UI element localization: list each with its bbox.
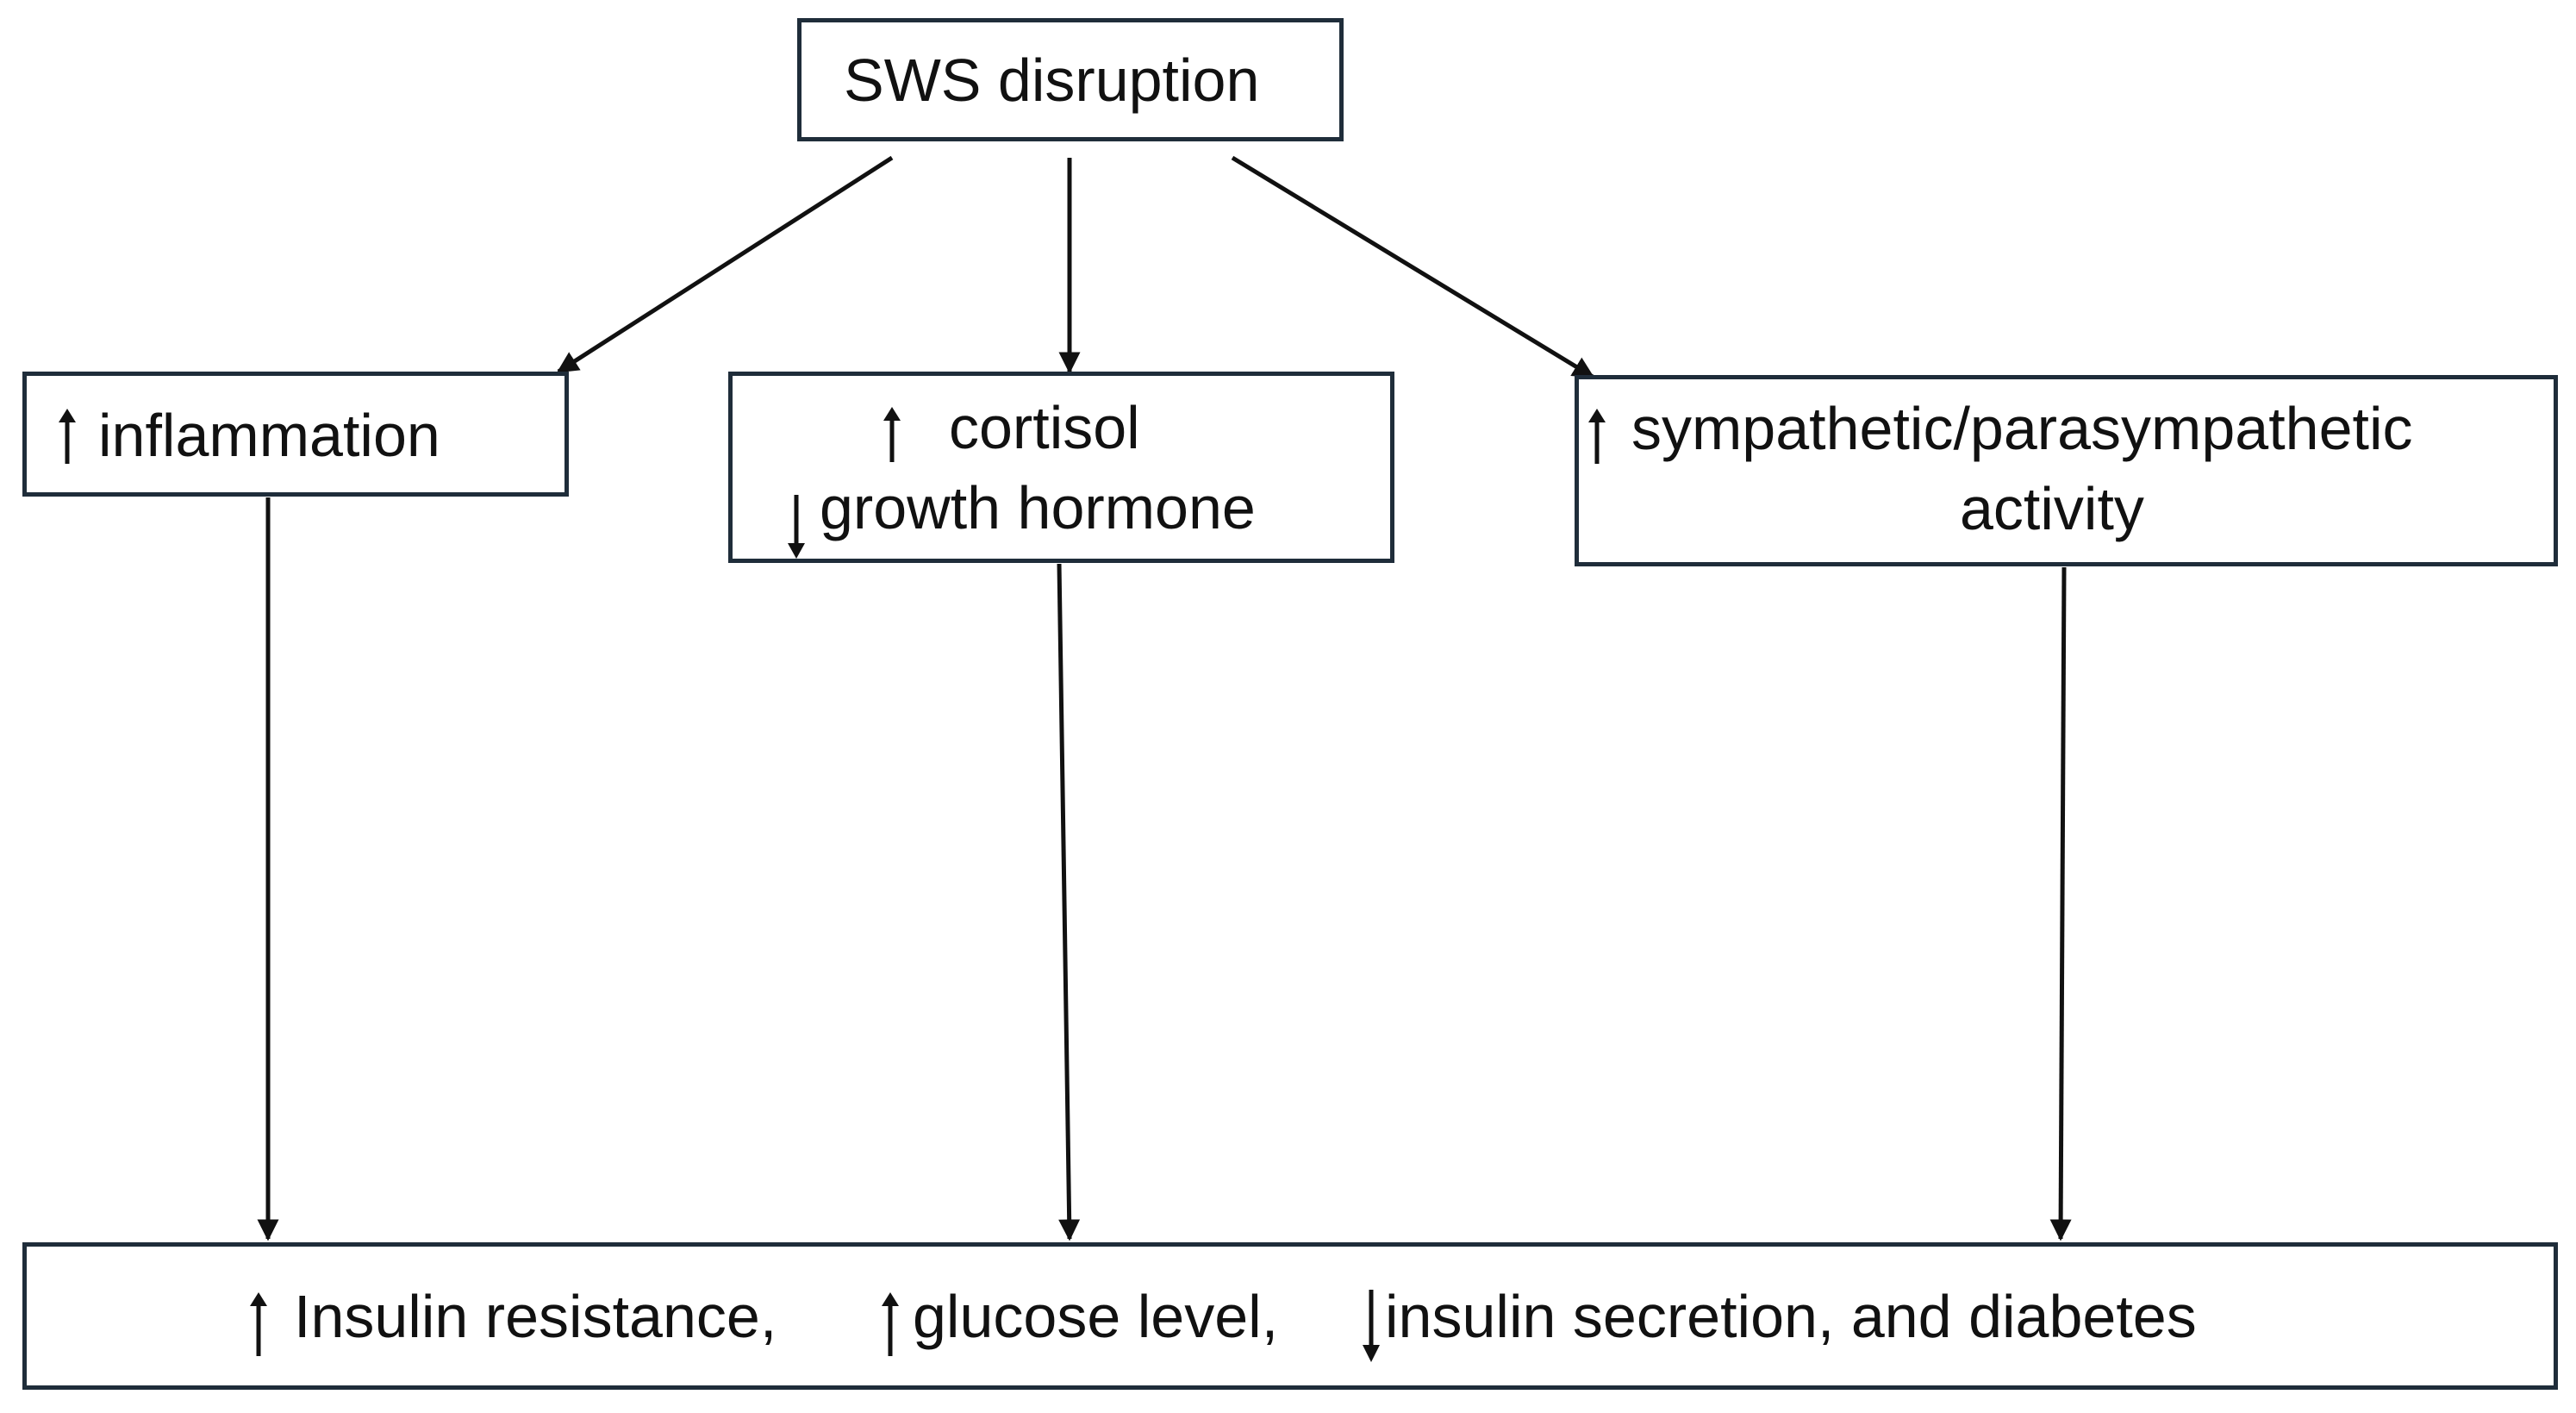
arrow-hormones-to-outcome bbox=[1057, 563, 1081, 1241]
root-box bbox=[797, 18, 1344, 141]
arrow-root-to-autonomic bbox=[1231, 155, 1595, 379]
cortisol-label: cortisol bbox=[949, 394, 1140, 461]
up-arrow-icon bbox=[250, 1292, 267, 1356]
growth-hormone-label: growth hormone bbox=[820, 474, 1256, 541]
autonomic-label-line2: activity bbox=[1960, 475, 2144, 542]
hormones-box bbox=[728, 372, 1394, 563]
down-arrow-icon bbox=[788, 495, 805, 559]
up-arrow-icon bbox=[883, 407, 901, 462]
outcome-part1: Insulin resistance, bbox=[294, 1283, 777, 1350]
arrow-root-to-inflammation bbox=[556, 155, 894, 374]
outcome-part3: insulin secretion, and diabetes bbox=[1385, 1283, 2197, 1350]
down-arrow-icon bbox=[1363, 1290, 1380, 1362]
autonomic-label-line1: sympathetic/parasympathetic bbox=[1631, 395, 2413, 462]
up-arrow-icon bbox=[1588, 409, 1606, 464]
outcome-part2: glucose level, bbox=[913, 1283, 1279, 1350]
inflammation-label: inflammation bbox=[98, 402, 440, 469]
outcome-box bbox=[22, 1242, 2558, 1390]
arrow-autonomic-to-outcome bbox=[2049, 566, 2072, 1241]
up-arrow-icon bbox=[882, 1292, 899, 1356]
inflammation-box bbox=[22, 372, 569, 497]
up-arrow-icon bbox=[59, 409, 76, 464]
autonomic-box bbox=[1575, 375, 2558, 566]
root-label: SWS disruption bbox=[844, 47, 1260, 114]
